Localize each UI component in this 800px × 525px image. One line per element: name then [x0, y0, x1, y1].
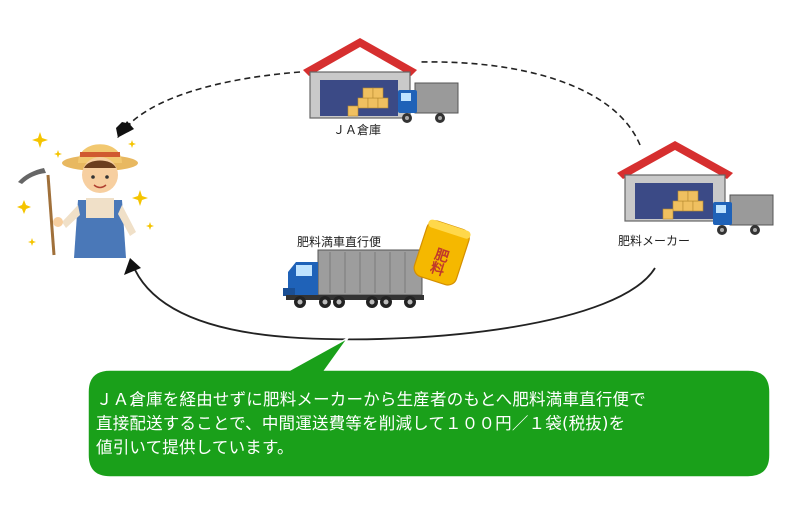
ja-warehouse-icon: [303, 38, 417, 119]
ja-warehouse-label: ＪＡ倉庫: [333, 123, 382, 137]
direct-truck-label: 肥料満車直行便: [297, 235, 382, 249]
sparkle-icons: [17, 132, 154, 246]
callout-line-2: 直接配送することで、中間運送費等を削減して１００円／１袋(税抜)を: [96, 414, 626, 433]
direct-arrowhead: [124, 258, 141, 275]
small-truck-icon: [398, 82, 459, 123]
direct-route-arrow: [131, 262, 656, 341]
fertilizer-bag-icon: 肥料: [413, 219, 471, 286]
callout-line-1: ＪＡ倉庫を経由せずに肥料メーカーから生産者のもとへ肥料満車直行便で: [96, 390, 646, 409]
maker-truck-icon: [713, 194, 774, 235]
farmer-icon: [18, 144, 138, 258]
callout-bubble: [87, 337, 771, 478]
maker-warehouse-icon: [617, 141, 733, 222]
fertilizer-maker-label: 肥料メーカー: [618, 234, 691, 248]
callout-text: ＪＡ倉庫を経由せずに肥料メーカーから生産者のもとへ肥料満車直行便で 直接配送する…: [96, 388, 756, 460]
dashed-arrowhead: [116, 121, 134, 138]
semi-truck-icon: [283, 249, 424, 308]
callout-line-3: 値引いて提供しています。: [96, 438, 294, 457]
